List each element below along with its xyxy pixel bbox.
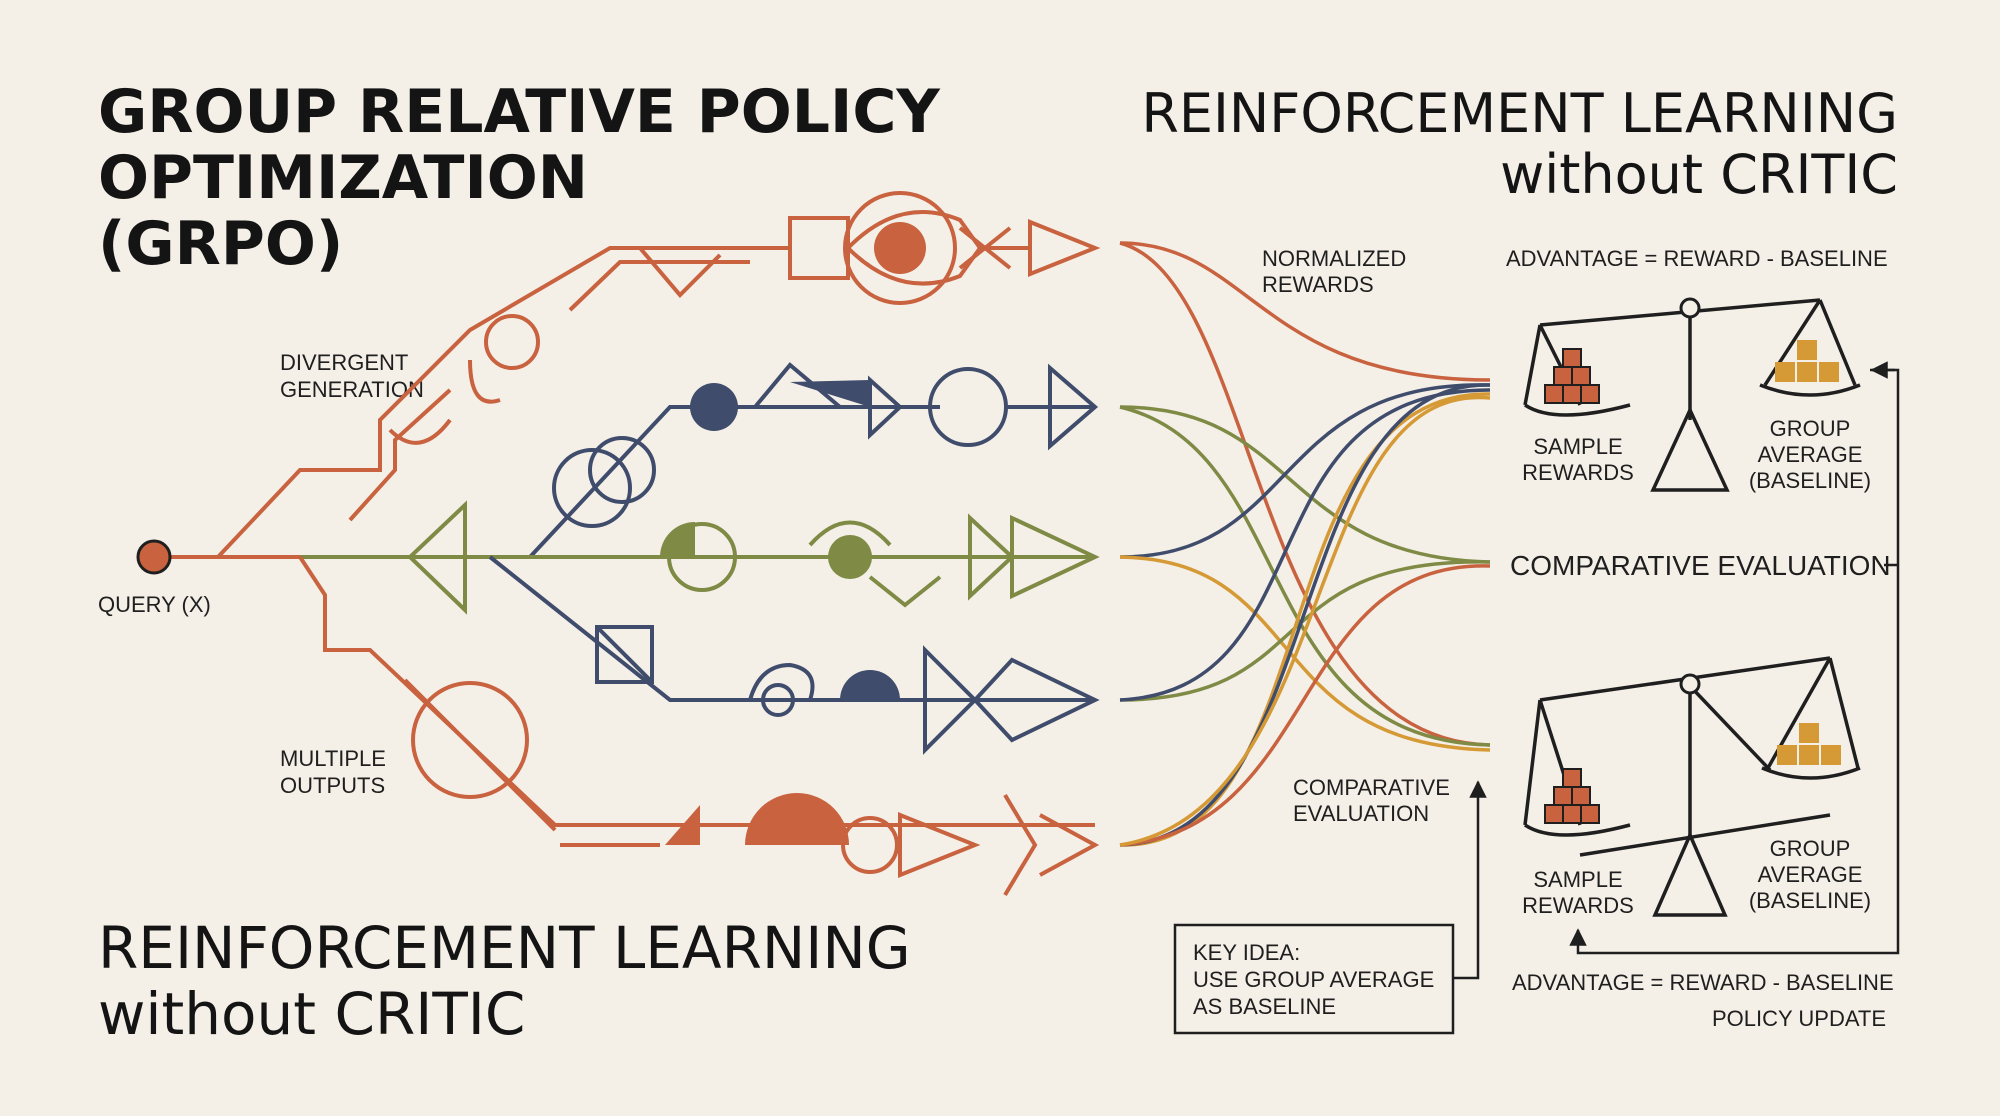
converging-curves: [1119, 241, 1491, 847]
scale-bottom-sample-line1: SAMPLE: [1533, 867, 1622, 892]
scale-bottom-group-line2: AVERAGE: [1758, 862, 1863, 887]
multiple-label-line2: OUTPUTS: [280, 773, 385, 798]
branch-top-orange: [216, 191, 1101, 559]
scale-top-group-line2: AVERAGE: [1758, 442, 1863, 467]
balance-scale-bottom: [1523, 656, 1861, 917]
scale-top-sample-line1: SAMPLE: [1533, 434, 1622, 459]
scale-bottom-group-line3: (BASELINE): [1749, 888, 1871, 913]
feedback-loop: [1453, 361, 1900, 980]
comparative-mid-label: COMPARATIVE EVALUATION: [1510, 550, 1891, 581]
divergent-label-line1: DIVERGENT: [280, 350, 408, 375]
navy-flag-icon: [790, 380, 870, 407]
scale-top-group-line1: GROUP: [1770, 416, 1851, 441]
key-idea-line2: USE GROUP AVERAGE: [1193, 967, 1434, 992]
top-right-title-line1: REINFORCEMENT LEARNING: [1141, 82, 1898, 145]
scale-top-group-line3: (BASELINE): [1749, 468, 1871, 493]
branch-navy-lower: [488, 555, 1100, 755]
sample-rewards-blocks-top: [1544, 348, 1600, 404]
olive-dot-icon: [828, 535, 872, 579]
scale-top-pivot-icon: [1679, 297, 1701, 319]
group-average-blocks-bottom: [1777, 723, 1841, 765]
comparative-low-label-line2: EVALUATION: [1293, 801, 1429, 826]
normalized-label-line1: NORMALIZED: [1262, 246, 1406, 271]
policy-update-label: POLICY UPDATE: [1712, 1006, 1886, 1031]
bottom-left-title-line1: REINFORCEMENT LEARNING: [98, 914, 911, 982]
advantage-top-label: ADVANTAGE = REWARD - BASELINE: [1506, 246, 1888, 271]
sample-rewards-blocks-bottom: [1544, 768, 1600, 824]
scale-bottom-pivot-icon: [1679, 673, 1701, 695]
key-idea-line3: AS BASELINE: [1193, 994, 1336, 1019]
top-branch-dot-icon: [874, 222, 926, 274]
advantage-bottom-label: ADVANTAGE = REWARD - BASELINE: [1512, 970, 1894, 995]
query-label: QUERY (X): [98, 592, 211, 617]
navy-dot-icon: [690, 383, 738, 431]
main-title-line2: OPTIMIZATION: [98, 143, 588, 213]
navy-half-disc-icon: [840, 670, 900, 700]
scale-top-sample-line2: REWARDS: [1522, 460, 1634, 485]
query-dot-icon: [136, 539, 172, 575]
main-title-line1: GROUP RELATIVE POLICY: [98, 77, 941, 147]
branch-bottom-orange: [298, 555, 1100, 897]
top-right-title-line2: without CRITIC: [1500, 143, 1898, 206]
comparative-low-label-line1: COMPARATIVE: [1293, 775, 1450, 800]
multiple-label-line1: MULTIPLE: [280, 746, 386, 771]
balance-scale-top: [1523, 298, 1861, 492]
scale-bottom-group-line1: GROUP: [1770, 836, 1851, 861]
key-idea-box: [1173, 923, 1455, 1035]
bottom-triangle-icon: [665, 805, 700, 845]
branch-navy-upper: [528, 362, 1099, 559]
bottom-left-title-line2: without CRITIC: [98, 980, 525, 1048]
key-idea-line1: KEY IDEA:: [1193, 940, 1300, 965]
branch-olive-middle: [300, 500, 1100, 615]
scale-bottom-sample-line2: REWARDS: [1522, 893, 1634, 918]
query-node: [136, 539, 300, 575]
bottom-half-disc-icon: [745, 793, 849, 845]
group-average-blocks-top: [1775, 340, 1839, 382]
main-title-line3: (GRPO): [98, 209, 343, 279]
normalized-label-line2: REWARDS: [1262, 272, 1374, 297]
olive-half-disc-icon: [660, 522, 695, 557]
